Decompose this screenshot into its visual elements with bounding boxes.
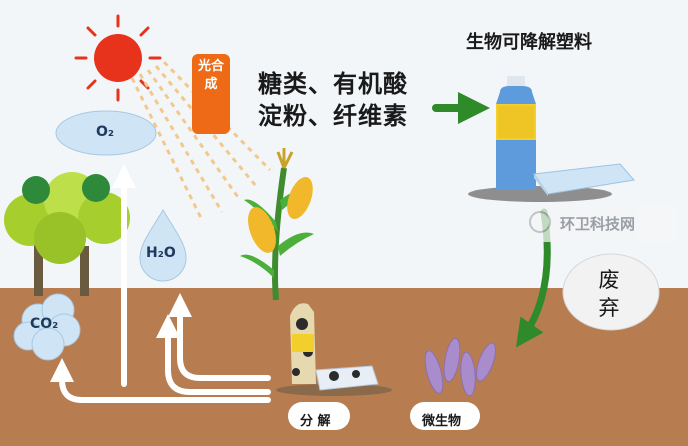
microorganism-pill: [410, 402, 480, 430]
discard-label: 废弃: [598, 268, 620, 320]
photosynthesis-box: [192, 54, 230, 134]
co2-label: CO₂: [30, 316, 59, 332]
h2o-drop: [139, 209, 187, 282]
watermark-logo-icon: [518, 206, 678, 242]
o2-bubble: [55, 110, 157, 156]
photosynthesis-label: 光合成: [197, 59, 224, 92]
decomposition-pill: [288, 402, 350, 430]
microbe-icon: [424, 337, 496, 397]
watermark-text: 环卫科技网: [560, 215, 636, 233]
co2-cloud: [13, 293, 81, 361]
decomposition-label: 分 解: [300, 414, 331, 429]
o2-label: O₂: [96, 124, 115, 140]
sunlight-rays: [130, 60, 272, 221]
gas-return-arrows: [50, 164, 271, 403]
product-title: 生物可降解塑料: [466, 32, 592, 53]
products-line-2: 淀粉、纤维素: [258, 102, 408, 130]
discard-cloud: [562, 253, 660, 331]
sun-icon: [74, 14, 162, 102]
h2o-label: H₂O: [146, 245, 176, 261]
tree-icon: [4, 172, 130, 296]
plastic-container-icon: [533, 163, 635, 196]
corn-plant-icon: [240, 148, 314, 301]
product-shadow: [468, 186, 612, 202]
plastic-bottle-icon: [496, 76, 536, 190]
microorganism-label: 微生物: [422, 414, 462, 429]
discarded-bottle-icon: [276, 303, 392, 396]
products-line-1: 糖类、有机酸: [258, 70, 408, 98]
